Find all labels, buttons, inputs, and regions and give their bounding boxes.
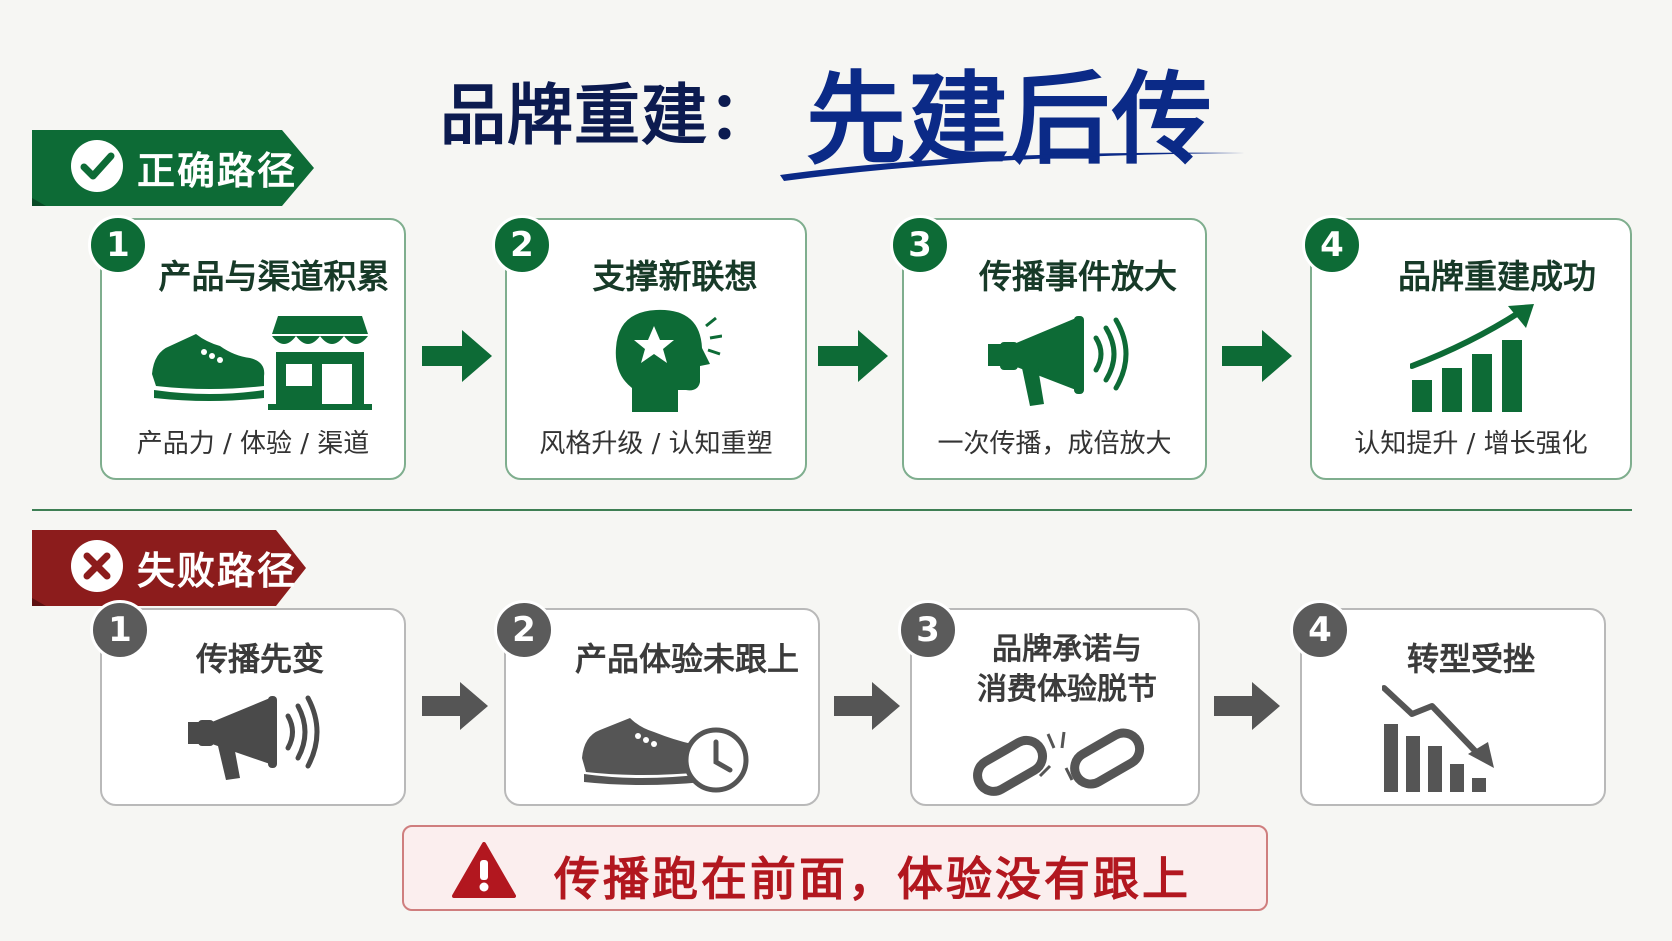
correct-step-3-title: 传播事件放大 <box>979 257 1177 296</box>
arrow-right-icon <box>834 682 900 730</box>
failure-step-3-badge: 3 <box>898 600 958 660</box>
correct-step-3-badge: 3 <box>890 215 950 275</box>
failure-path-label: 失败路径 <box>137 549 298 593</box>
broken-chain-icon <box>973 728 1145 796</box>
check-icon <box>71 140 123 192</box>
correct-step-1-card: 产品与渠道积累 产品力 / 体验 / 渠道 <box>100 218 406 480</box>
correct-step-1-title: 产品与渠道积累 <box>158 257 390 296</box>
correct-step-3-card: 传播事件放大 一次传播，成倍放大 <box>902 218 1207 480</box>
failure-step-4-card: 转型受挫 <box>1300 608 1606 806</box>
warning-banner: 传播跑在前面，体验没有跟上 <box>402 825 1268 911</box>
correct-step-1-subtitle: 产品力 / 体验 / 渠道 <box>136 429 370 459</box>
correct-step-4-badge: 4 <box>1302 215 1362 275</box>
correct-step-4-card: 品牌重建成功 认知提升 / 增长强化 <box>1310 218 1632 480</box>
growth-chart-icon <box>1410 304 1534 412</box>
correct-step-2-card: 支撑新联想 风格升级 / 认知重塑 <box>505 218 807 480</box>
failure-step-3-title-line2: 消费体验脱节 <box>977 672 1157 707</box>
failure-path-tag: 失败路径 <box>32 530 306 606</box>
correct-step-2-title: 支撑新联想 <box>592 257 758 296</box>
warning-text: 传播跑在前面，体验没有跟上 <box>554 852 1191 906</box>
title-underline <box>780 152 1245 181</box>
warning-icon <box>452 842 516 898</box>
correct-step-4-title: 品牌重建成功 <box>1398 257 1596 296</box>
failure-step-4-badge: 4 <box>1290 600 1350 660</box>
storefront-icon <box>268 316 372 410</box>
arrow-right-icon <box>818 330 888 382</box>
correct-step-1-badge: 1 <box>88 215 148 275</box>
arrow-right-icon <box>1222 330 1292 382</box>
failure-step-3-card: 品牌承诺与 消费体验脱节 <box>910 608 1200 806</box>
failure-step-1-badge: 1 <box>90 600 150 660</box>
megaphone-icon <box>188 695 320 780</box>
correct-path-tag: 正确路径 <box>32 130 314 206</box>
correct-step-2-badge: 2 <box>492 215 552 275</box>
failure-step-4-title: 转型受挫 <box>1406 640 1535 678</box>
failure-step-2-card: 产品体验未跟上 <box>504 608 820 806</box>
failure-step-3-title-line1: 品牌承诺与 <box>992 632 1142 667</box>
head-star-icon <box>615 309 722 412</box>
section-divider <box>32 509 1632 511</box>
arrow-right-icon <box>422 330 492 382</box>
cross-icon <box>71 540 123 592</box>
correct-path-label: 正确路径 <box>137 149 298 193</box>
failure-step-2-badge: 2 <box>494 600 554 660</box>
arrow-right-icon <box>1214 682 1280 730</box>
megaphone-icon <box>988 316 1129 406</box>
decline-chart-icon <box>1382 685 1494 792</box>
failure-step-1-card: 传播先变 <box>100 608 406 806</box>
correct-step-2-subtitle: 风格升级 / 认知重塑 <box>539 429 773 459</box>
correct-step-4-subtitle: 认知提升 / 增长强化 <box>1354 429 1588 459</box>
failure-step-2-title: 产品体验未跟上 <box>574 640 799 678</box>
sneaker-icon <box>152 316 372 410</box>
title-prefix: 品牌重建： <box>440 77 775 154</box>
arrow-right-icon <box>422 682 488 730</box>
clock-icon <box>683 727 749 793</box>
correct-step-3-subtitle: 一次传播，成倍放大 <box>937 429 1172 459</box>
sneaker-icon <box>582 718 749 793</box>
failure-step-1-title: 传播先变 <box>195 640 324 678</box>
